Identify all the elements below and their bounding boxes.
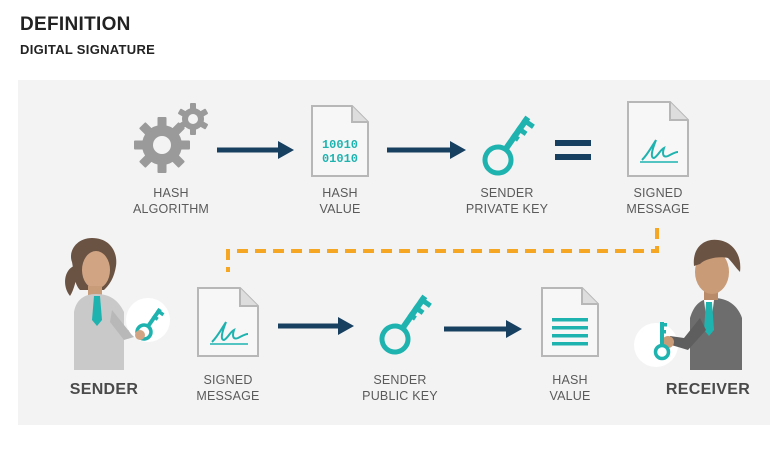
- gears-icon: [134, 103, 208, 173]
- equals-icon: [555, 140, 591, 160]
- arrow-icon: [444, 320, 522, 338]
- person-sender-icon: [65, 238, 170, 370]
- text-document-icon: [541, 287, 599, 357]
- page-title: DEFINITION: [20, 14, 131, 35]
- binary-digits-line-1: 10010: [322, 138, 358, 152]
- key-icon: [379, 294, 432, 355]
- signed-document-icon: [197, 287, 259, 357]
- key-icon: [482, 115, 535, 176]
- arrow-icon: [278, 317, 354, 335]
- label-receiver: RECEIVER: [665, 381, 751, 398]
- label-sender: SENDER: [69, 381, 139, 398]
- arrow-icon: [387, 141, 466, 159]
- dashed-connector: [226, 228, 659, 272]
- binary-digits-line-2: 01010: [322, 152, 358, 166]
- person-receiver-icon: [634, 239, 742, 370]
- signed-document-icon: [627, 101, 689, 177]
- binary-document-icon: 10010 01010: [311, 105, 369, 177]
- page-subtitle: DIGITAL SIGNATURE: [20, 42, 156, 57]
- arrow-icon: [217, 141, 294, 159]
